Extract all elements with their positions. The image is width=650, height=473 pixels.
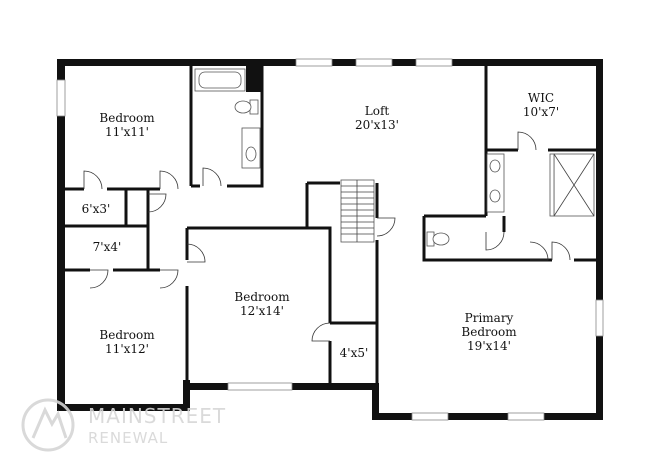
window-top-2 — [355, 58, 393, 67]
room-size-bedroom-nw: 11'x11' — [105, 125, 149, 139]
window-right-1 — [595, 299, 604, 337]
door-6x3-closet — [83, 170, 103, 190]
staircase — [340, 179, 375, 243]
room-name-bedroom-nw: Bedroom — [99, 111, 155, 125]
room-size-wic: 10'x7' — [523, 105, 559, 119]
window-bottom-right-1 — [411, 412, 449, 421]
room-name-wic: WIC — [528, 91, 554, 105]
room-name-bedroom-center: Bedroom — [234, 290, 290, 304]
windows — [56, 58, 604, 421]
door-7x4-closet — [89, 269, 109, 289]
fixtures — [194, 66, 595, 247]
door-wic — [517, 131, 537, 151]
room-size-bedroom-sw: 11'x12' — [105, 342, 149, 356]
closet-size-7x4: 7'x4' — [93, 240, 122, 254]
watermark-line2: RENEWAL — [88, 429, 168, 447]
room-size-primary: 19'x14' — [467, 339, 511, 353]
doors — [83, 131, 571, 342]
room-name-primary-line1: Primary — [465, 311, 514, 325]
door-bath-entry — [529, 241, 549, 261]
door-primary — [376, 217, 396, 237]
window-top-1 — [295, 58, 333, 67]
room-name-bedroom-sw: Bedroom — [99, 328, 155, 342]
room-size-loft: 20'x13' — [355, 118, 399, 132]
room-labels: Bedroom 11'x11' Loft 20'x13' WIC 10'x7' … — [82, 91, 559, 360]
window-top-3 — [415, 58, 453, 67]
room-size-bedroom-center: 12'x14' — [240, 304, 284, 318]
watermark-logo-icon — [21, 398, 75, 452]
window-bottom-center — [227, 382, 293, 391]
door-hall-closet — [147, 193, 167, 213]
window-left-1 — [56, 79, 66, 117]
watermark-line1: MAINSTREET — [88, 404, 226, 428]
closet-size-6x3: 6'x3' — [82, 202, 111, 216]
door-toilet — [485, 231, 505, 251]
door-primary-bath — [551, 241, 571, 261]
closet-size-4x5: 4'x5' — [340, 346, 369, 360]
door-bedroom-center — [186, 243, 206, 263]
door-bedroom-sw — [159, 269, 179, 289]
door-hall-bath — [202, 167, 222, 187]
interior-walls — [65, 66, 596, 383]
watermark: MAINSTREET RENEWAL — [21, 398, 226, 452]
room-name-loft: Loft — [365, 104, 390, 118]
window-bottom-right-2 — [507, 412, 545, 421]
room-name-primary-line2: Bedroom — [461, 325, 517, 339]
door-bedroom-nw — [159, 170, 179, 190]
door-4x5-closet — [311, 322, 331, 342]
